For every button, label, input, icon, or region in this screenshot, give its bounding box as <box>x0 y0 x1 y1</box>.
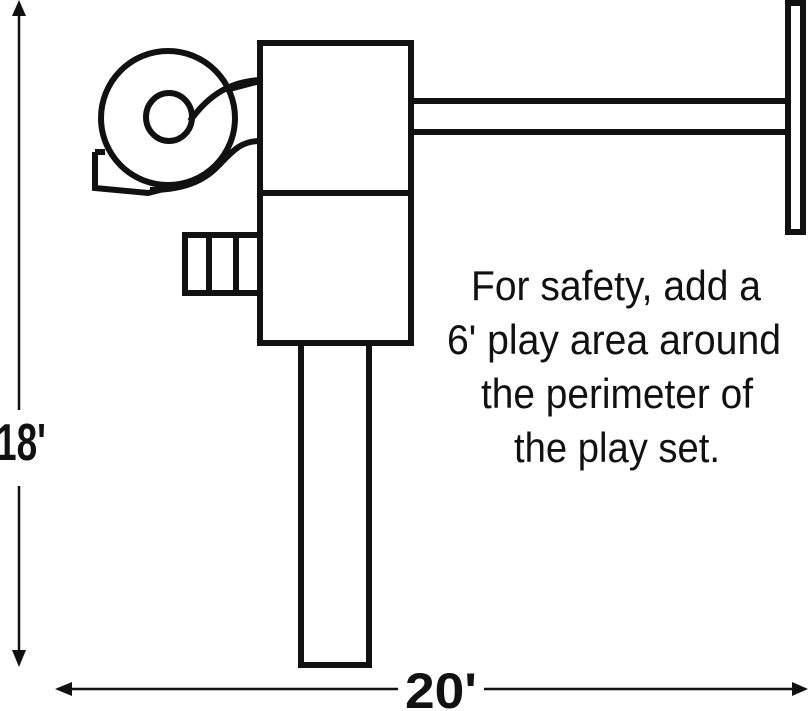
arrow-up-icon <box>12 0 26 16</box>
width-dimension <box>55 682 808 696</box>
upper-deck <box>257 40 414 196</box>
spiral-slide <box>92 48 261 197</box>
lower-deck <box>257 190 414 346</box>
swing-end-post <box>785 0 806 235</box>
height-dimension <box>12 0 26 667</box>
arrow-down-icon <box>12 650 26 667</box>
height-label: 18' <box>0 414 46 472</box>
ladder <box>182 232 263 296</box>
straight-slide <box>298 340 372 668</box>
note-line: the play set. <box>514 424 720 471</box>
note-line: For safety, add a <box>471 262 762 309</box>
safety-note: For safety, add a 6' play area around th… <box>447 262 781 471</box>
width-label: 20' <box>405 663 477 711</box>
note-line: 6' play area around <box>447 316 781 363</box>
arrow-left-icon <box>55 682 72 696</box>
arrow-right-icon <box>792 682 808 696</box>
note-line: the perimeter of <box>481 370 753 417</box>
swing-beam <box>408 98 791 135</box>
